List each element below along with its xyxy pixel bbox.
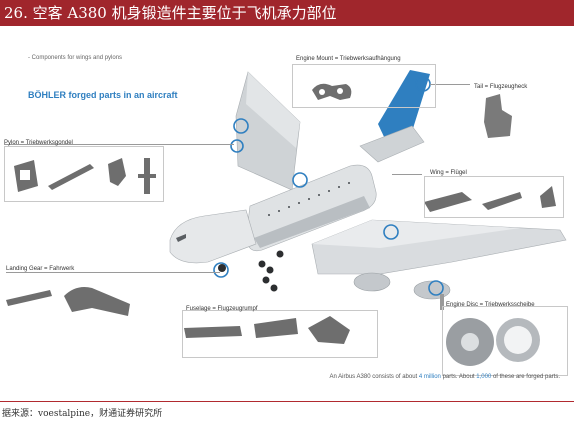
parts-note: An Airbus A380 consists of about 4 milli… (330, 374, 561, 380)
engine-disc-box (442, 306, 568, 376)
tail-leader (430, 84, 470, 85)
wing-parts (424, 186, 556, 212)
wing-leader (392, 174, 422, 175)
note-parts-total: 4 million (418, 374, 441, 380)
engine-disc-leader (440, 294, 444, 310)
highlight-rings (213, 76, 444, 296)
tail-label: Tail = Flugzeugheck (474, 84, 528, 90)
pylon-label: Pylon = Triebwerksgondel (4, 140, 73, 146)
pylon-box (4, 146, 164, 202)
note-forged-total: 1,000 (476, 374, 492, 380)
figure-headline: BÖHLER forged parts in an aircraft (28, 90, 178, 100)
fuselage-label: Fuselage = Flugzeugrumpf (186, 306, 258, 312)
tail-section (359, 70, 430, 163)
engine-mount-box (292, 64, 436, 108)
aircraft-illustration (6, 70, 567, 366)
vertical-stabilizer (235, 71, 301, 191)
landing-gear-leader (6, 272, 220, 273)
landing-gear-label: Landing Gear = Fahrwerk (6, 266, 75, 272)
figure-panel: - Components for wings and pylons BÖHLER… (0, 26, 574, 390)
nose-section (169, 209, 257, 264)
pylon-parts (14, 158, 156, 194)
fuselage-parts (184, 316, 350, 344)
landing-gear-wheels (218, 250, 284, 292)
landing-gear-parts (6, 287, 130, 316)
engines (353, 272, 451, 300)
engine-disc-label: Engine Disc = Triebwerksscheibe (446, 302, 535, 308)
pylon-leader (4, 144, 234, 145)
engine-disc-parts (446, 318, 540, 366)
center-fuselage (245, 164, 377, 252)
tail-part (484, 94, 512, 138)
figure-subtitle: - Components for wings and pylons (28, 55, 123, 61)
engine-mount-parts (312, 83, 352, 100)
note-suffix: of these are forged parts. (491, 374, 560, 380)
wing-label: Wing = Flügel (430, 170, 467, 176)
figure-title: 26. 空客 A380 机身锻造件主要位于飞机承力部位 (0, 0, 574, 26)
source-note: 据来源：voestalpine，财通证券研究所 (2, 409, 163, 419)
note-prefix: An Airbus A380 consists of about (329, 374, 419, 380)
main-wing (311, 219, 567, 275)
note-middle: parts. About (440, 374, 477, 380)
engine-mount-label: Engine Mount = Triebwerksaufhängung (296, 56, 401, 62)
fuselage-box (182, 310, 378, 358)
source-divider (0, 401, 574, 402)
wing-box (424, 176, 564, 218)
